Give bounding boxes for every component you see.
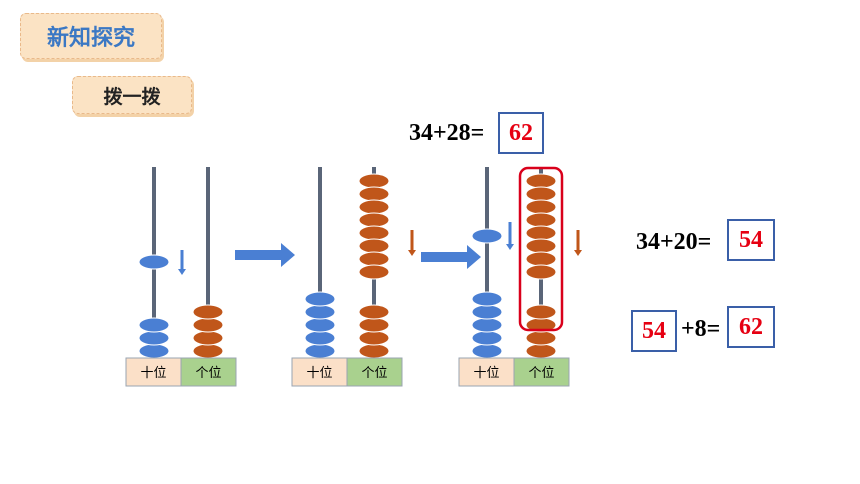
ones-bead: [525, 173, 557, 189]
tens-bead: [471, 317, 503, 333]
ones-highlight-frame: [518, 166, 564, 332]
tens-label: 十位: [306, 366, 332, 381]
ones-bead: [525, 225, 557, 241]
tens-label: 十位: [473, 366, 499, 381]
tens-move-arrow-1-head: [178, 269, 186, 275]
ones-move-arrow-3-head: [574, 250, 582, 256]
ones-label-box: [346, 357, 403, 387]
tens-label: 十位: [140, 366, 166, 381]
sub-tag-label: 拨一拨: [103, 85, 161, 108]
ones-move-arrow-2-head: [408, 250, 416, 256]
step1-expression: 34+20=: [636, 229, 712, 255]
ones-bead: [358, 173, 390, 189]
ones-bead: [358, 317, 390, 333]
main-equation-expression: 34+28=: [409, 120, 485, 146]
ones-bead: [358, 186, 390, 202]
main-equation-answer-box: 62: [498, 112, 544, 154]
tens-bead: [138, 254, 170, 270]
ones-bead: [358, 238, 390, 254]
tens-bead: [471, 330, 503, 346]
tens-bead: [138, 317, 170, 333]
ones-bead: [525, 199, 557, 215]
tens-move-arrow-3-head: [506, 244, 514, 250]
ones-label: 个位: [361, 366, 387, 381]
tens-bead: [138, 343, 170, 359]
ones-label-box: [180, 357, 237, 387]
abacus-2: 十位 个位: [291, 167, 403, 387]
step2-addend-box: 54: [631, 310, 677, 352]
section-tag: 新知探究: [20, 13, 162, 59]
tens-bead: [471, 304, 503, 320]
tens-label-box: [291, 357, 348, 387]
ones-bead: [525, 238, 557, 254]
sub-tag: 拨一拨: [72, 76, 192, 114]
ones-bead: [525, 264, 557, 280]
ones-bead: [192, 343, 224, 359]
ones-bead: [358, 225, 390, 241]
ones-bead: [525, 343, 557, 359]
ones-bead: [358, 330, 390, 346]
abacus-3: 十位 个位: [458, 166, 570, 387]
tens-bead: [471, 291, 503, 307]
abacus-1: 十位 个位: [125, 167, 237, 387]
tens-bead: [304, 291, 336, 307]
ones-label: 个位: [528, 366, 554, 381]
ones-bead: [525, 251, 557, 267]
step1-answer-box: 54: [727, 219, 775, 261]
ones-bead: [192, 330, 224, 346]
ones-bead: [358, 304, 390, 320]
tens-bead: [304, 317, 336, 333]
ones-bead: [358, 212, 390, 228]
step2-expression: +8=: [681, 316, 721, 342]
ones-label-box: [513, 357, 570, 387]
step-arrow-1: [235, 243, 295, 267]
ones-bead: [525, 212, 557, 228]
ones-bead: [358, 251, 390, 267]
ones-bead: [358, 264, 390, 280]
tens-bead: [304, 343, 336, 359]
tens-bead: [304, 330, 336, 346]
step2-answer-box: 62: [727, 306, 775, 348]
tens-bead: [471, 343, 503, 359]
step-arrow-2: [421, 245, 481, 269]
tens-bead: [471, 228, 503, 244]
ones-bead: [192, 317, 224, 333]
tens-bead: [304, 304, 336, 320]
section-tag-label: 新知探究: [46, 26, 135, 51]
tens-bead: [138, 330, 170, 346]
ones-bead: [525, 304, 557, 320]
ones-bead: [358, 343, 390, 359]
tens-label-box: [458, 357, 515, 387]
ones-label: 个位: [195, 366, 221, 381]
ones-bead: [525, 330, 557, 346]
ones-bead: [358, 199, 390, 215]
ones-bead: [525, 186, 557, 202]
ones-bead: [192, 304, 224, 320]
